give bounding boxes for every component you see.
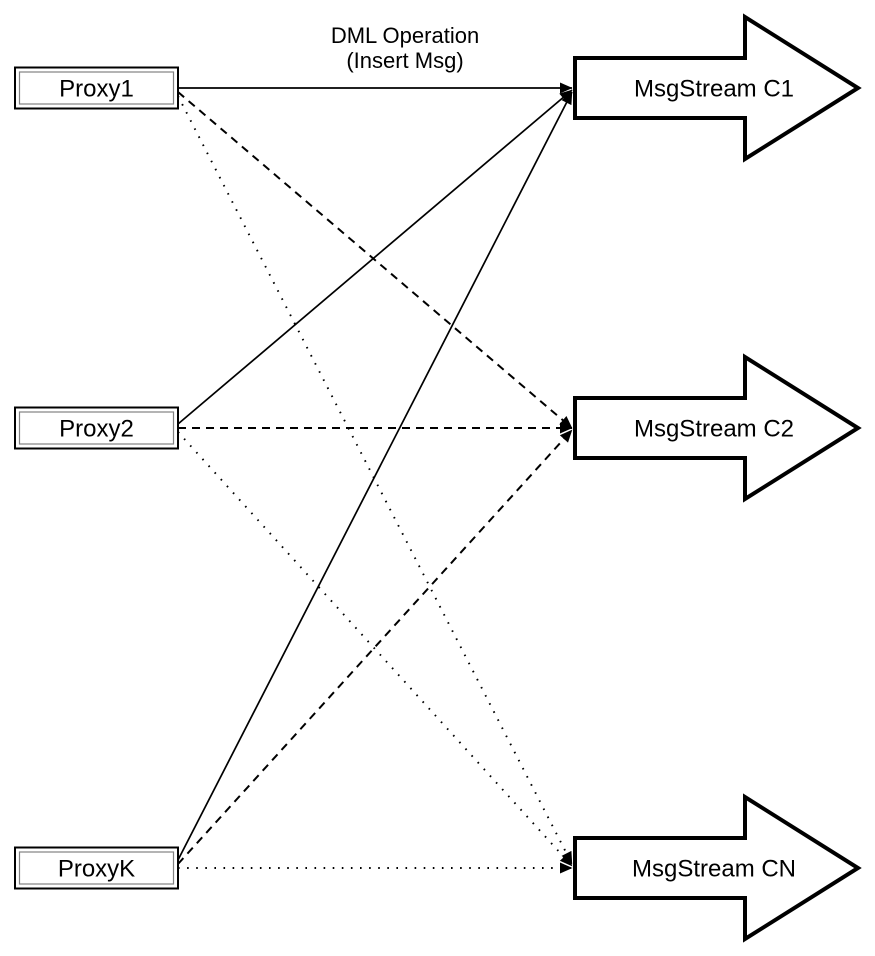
msgstream-c1-label: MsgStream C1 — [634, 76, 794, 103]
msgstream-cn-label: MsgStream CN — [632, 856, 796, 883]
dml-operation-label-line2: (Insert Msg) — [346, 48, 463, 73]
proxy1-label: Proxy1 — [59, 76, 134, 103]
edge-proxy1-to-cn — [177, 95, 573, 865]
edge-proxy2-to-c1 — [177, 89, 573, 425]
node-proxy2: Proxy2 — [14, 406, 179, 450]
edge-proxy2-to-cn — [177, 431, 573, 867]
dml-operation-label: DML Operation (Insert Msg) — [331, 23, 479, 73]
proxy1-box-inner-border — [18, 71, 175, 105]
dml-operation-label-line1: DML Operation — [331, 23, 479, 48]
node-proxy1: Proxy1 — [14, 66, 179, 110]
proxy2-label: Proxy2 — [59, 416, 134, 443]
node-msgstream-cn: MsgStream CN — [573, 793, 862, 943]
proxyk-box-inner-border — [18, 851, 175, 885]
edge-group — [177, 82, 573, 874]
msgstream-c2-arrow-shape — [573, 353, 862, 503]
msgstream-c1-arrow-shape — [573, 13, 862, 163]
msgstream-cn-arrow-shape — [573, 793, 862, 943]
proxy2-box — [14, 406, 179, 450]
node-msgstream-c2: MsgStream C2 — [573, 353, 862, 503]
proxy2-box-inner-border — [18, 411, 175, 445]
proxyk-label: ProxyK — [58, 856, 135, 883]
msgstream-c2-label: MsgStream C2 — [634, 416, 794, 443]
edge-proxy1-to-c2 — [177, 91, 573, 429]
node-msgstream-c1: MsgStream C1 — [573, 13, 862, 163]
edge-proxyk-to-c2 — [177, 429, 573, 865]
proxy1-box — [14, 66, 179, 110]
proxyk-box — [14, 846, 179, 890]
node-proxyk: ProxyK — [14, 846, 179, 890]
edge-proxyk-to-c1 — [177, 91, 573, 861]
